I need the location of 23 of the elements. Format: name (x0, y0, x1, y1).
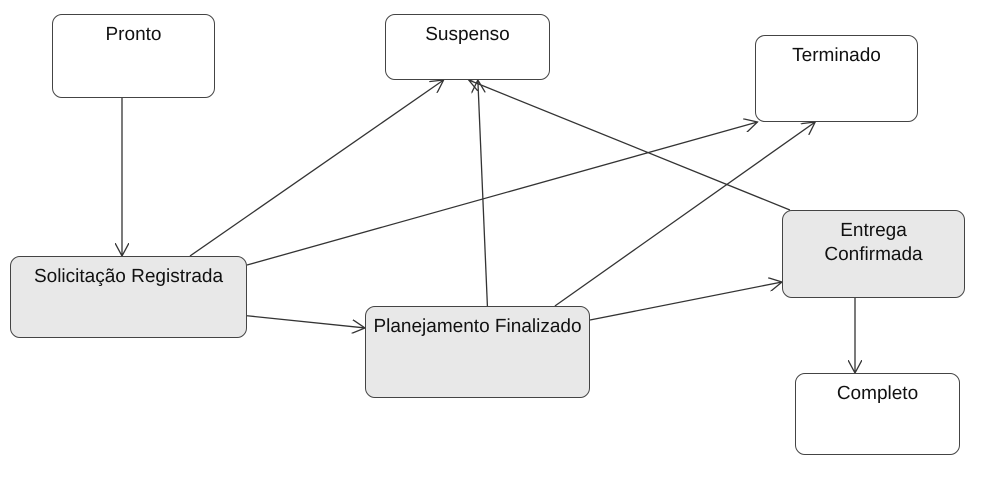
arrow (468, 78, 790, 211)
state-label: Suspenso (424, 23, 511, 47)
state-label: Solicitação Registrada (32, 265, 224, 289)
state-box (755, 35, 918, 122)
arrow (590, 276, 783, 321)
state-label: Entrega Confirmada (823, 219, 924, 267)
arrow (554, 121, 816, 307)
state-box (365, 306, 590, 398)
state-label: Planejamento Finalizado (372, 315, 583, 339)
arrow (847, 298, 863, 374)
arrow (114, 98, 130, 257)
state-label: Terminado (791, 44, 882, 68)
state-label: Completo (836, 382, 920, 406)
arrow (246, 315, 366, 334)
state-box (782, 210, 965, 298)
state-box (385, 14, 550, 80)
state-label: Pronto (104, 23, 162, 47)
state-box (10, 256, 247, 338)
arrow (190, 79, 444, 257)
state-box (795, 373, 960, 455)
state-box (52, 14, 215, 98)
arrow (470, 79, 488, 306)
arrow (246, 118, 758, 266)
